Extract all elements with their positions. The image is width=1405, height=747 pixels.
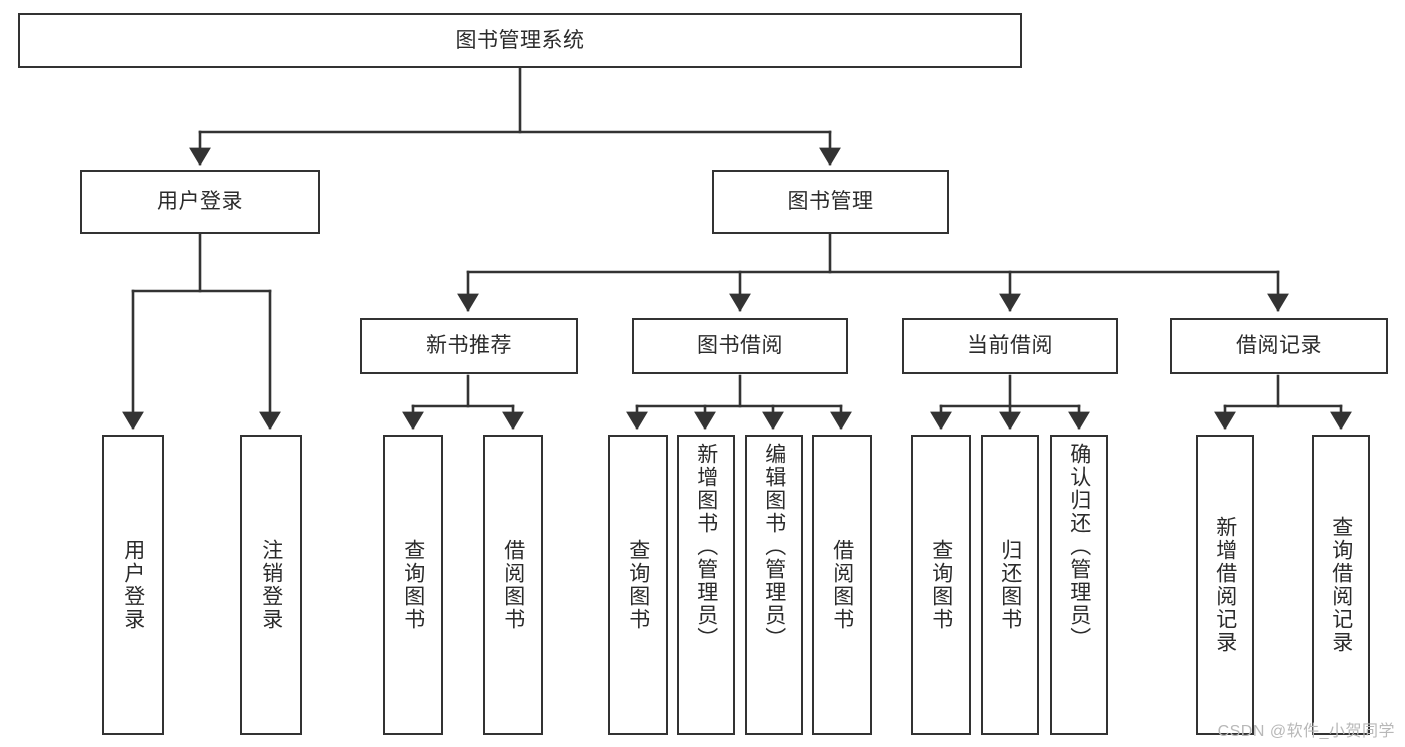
node-bookmgmt-label: 图书管理 xyxy=(787,190,874,214)
node-leaf-query-book-3[interactable]: 查询图书 xyxy=(911,435,971,735)
node-leaf-query-book-3-label: 查询图书 xyxy=(929,539,953,631)
node-leaf-return-book[interactable]: 归还图书 xyxy=(981,435,1039,735)
node-leaf-confirm-return-admin[interactable]: 确认归还（管理员） xyxy=(1050,435,1108,735)
node-root[interactable]: 图书管理系统 xyxy=(18,13,1022,68)
node-borrow[interactable]: 图书借阅 xyxy=(632,318,848,374)
node-record-label: 借阅记录 xyxy=(1236,334,1322,358)
node-leaf-edit-book-admin-label: 编辑图书（管理员） xyxy=(762,443,786,650)
node-root-label: 图书管理系统 xyxy=(455,28,585,52)
node-leaf-logout[interactable]: 注销登录 xyxy=(240,435,302,735)
node-leaf-add-book-admin[interactable]: 新增图书（管理员） xyxy=(677,435,735,735)
node-leaf-query-book-2-label: 查询图书 xyxy=(626,539,650,631)
node-login-label: 用户登录 xyxy=(157,190,243,214)
node-leaf-borrow-book-1[interactable]: 借阅图书 xyxy=(483,435,543,735)
node-leaf-return-book-label: 归还图书 xyxy=(998,539,1022,631)
node-leaf-borrow-book-2-label: 借阅图书 xyxy=(830,539,854,631)
node-current[interactable]: 当前借阅 xyxy=(902,318,1118,374)
node-leaf-query-book-1-label: 查询图书 xyxy=(401,539,425,631)
node-leaf-add-book-admin-label: 新增图书（管理员） xyxy=(694,443,718,650)
node-borrow-label: 图书借阅 xyxy=(697,334,783,358)
node-record[interactable]: 借阅记录 xyxy=(1170,318,1388,374)
node-leaf-query-book-1[interactable]: 查询图书 xyxy=(383,435,443,735)
node-leaf-add-borrow-record[interactable]: 新增借阅记录 xyxy=(1196,435,1254,735)
node-bookmgmt[interactable]: 图书管理 xyxy=(712,170,949,234)
node-newbook-label: 新书推荐 xyxy=(426,334,512,358)
node-leaf-edit-book-admin[interactable]: 编辑图书（管理员） xyxy=(745,435,803,735)
node-leaf-query-borrow-record[interactable]: 查询借阅记录 xyxy=(1312,435,1370,735)
node-leaf-add-borrow-record-label: 新增借阅记录 xyxy=(1213,516,1237,654)
node-login[interactable]: 用户登录 xyxy=(80,170,320,234)
node-newbook[interactable]: 新书推荐 xyxy=(360,318,578,374)
node-leaf-logout-label: 注销登录 xyxy=(259,539,283,631)
node-leaf-confirm-return-admin-label: 确认归还（管理员） xyxy=(1067,443,1091,650)
node-leaf-query-book-2[interactable]: 查询图书 xyxy=(608,435,668,735)
node-leaf-user-login[interactable]: 用户登录 xyxy=(102,435,164,735)
node-current-label: 当前借阅 xyxy=(967,334,1053,358)
node-leaf-borrow-book-1-label: 借阅图书 xyxy=(501,539,525,631)
node-leaf-user-login-label: 用户登录 xyxy=(121,539,145,631)
node-leaf-borrow-book-2[interactable]: 借阅图书 xyxy=(812,435,872,735)
node-leaf-query-borrow-record-label: 查询借阅记录 xyxy=(1329,516,1353,654)
